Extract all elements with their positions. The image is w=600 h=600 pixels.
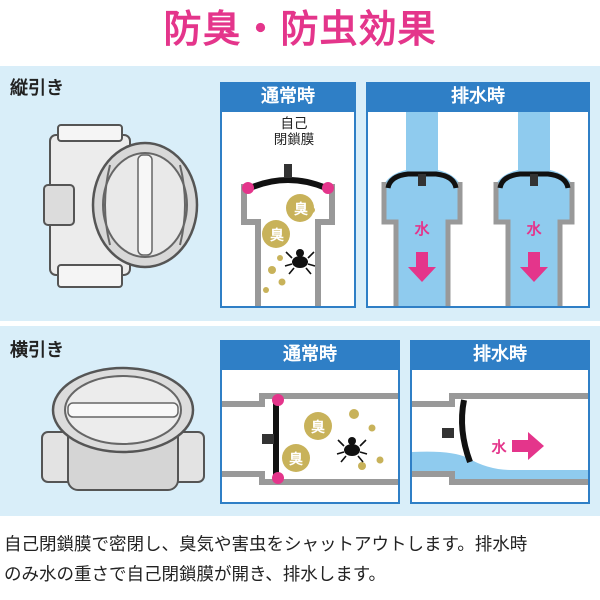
horizontal-trap-product-image xyxy=(41,366,205,491)
horizontal-drain-header: 排水時 xyxy=(410,340,590,370)
vertical-water-label-2: 水 xyxy=(526,220,542,238)
horizontal-normal-diagram xyxy=(222,393,398,485)
vertical-water-label-1: 水 xyxy=(414,220,430,238)
odor-label-1: 臭 xyxy=(294,202,308,218)
description-text: 自己閉鎖膜で密閉し、臭気や害虫をシャットアウトします。排水時 のみ水の重さで自己… xyxy=(4,530,596,590)
membrane-label-line1: 自己 xyxy=(280,116,308,132)
page-title: 防臭・防虫効果 xyxy=(163,7,437,51)
horizontal-normal-header: 通常時 xyxy=(220,340,400,370)
membrane-label: 自己 閉鎖膜 xyxy=(270,116,318,148)
vertical-normal-diagram xyxy=(241,164,335,306)
vertical-drain-header: 排水時 xyxy=(366,82,590,112)
vertical-drain-diagram-2 xyxy=(493,112,575,306)
vertical-drain-diagram-1 xyxy=(381,112,463,306)
horizontal-label: 横引き xyxy=(10,340,64,361)
horizontal-drain-diagram xyxy=(412,393,588,485)
horizontal-odor-label-1: 臭 xyxy=(311,420,325,436)
membrane-label-line2: 閉鎖膜 xyxy=(273,132,315,148)
description-line-1: 自己閉鎖膜で密閉し、臭気や害虫をシャットアウトします。排水時 xyxy=(4,535,528,555)
vertical-trap-product-image xyxy=(43,124,199,288)
vertical-label: 縦引き xyxy=(10,78,64,99)
horizontal-odor-label-2: 臭 xyxy=(289,452,303,468)
panel-divider xyxy=(0,321,600,326)
vertical-normal-header: 通常時 xyxy=(220,82,356,112)
horizontal-water-label: 水 xyxy=(491,438,507,456)
description-line-2: のみ水の重さで自己閉鎖膜が開き、排水します。 xyxy=(4,565,387,585)
odor-label-2: 臭 xyxy=(270,228,284,244)
